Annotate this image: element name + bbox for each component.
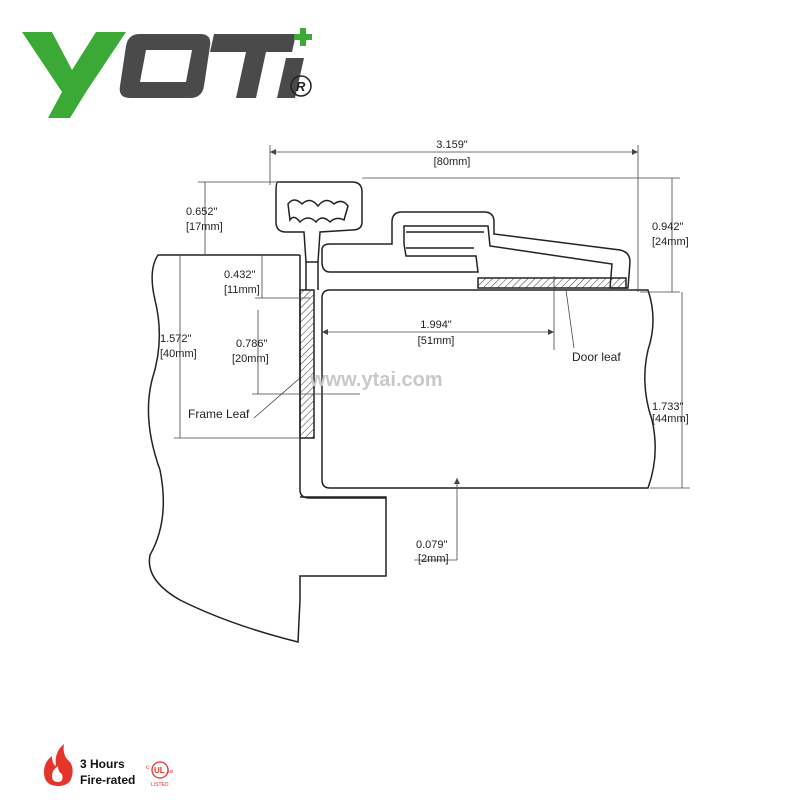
dim-overlap-mm: [51mm] xyxy=(418,335,455,347)
dim-leaf-offset-in: 0.786" xyxy=(236,338,268,350)
leader-door-leaf xyxy=(565,289,575,349)
dim-frame-leaf-mm: [40mm] xyxy=(160,348,197,360)
fire-rating-line2: Fire-rated xyxy=(80,773,135,787)
dim-overlap-in: 1.994" xyxy=(420,319,452,331)
frame-outline xyxy=(147,254,387,643)
callout-frame-leaf: Frame Leaf xyxy=(188,407,250,421)
door-leaf-plate xyxy=(477,277,627,289)
frame-leaf-web xyxy=(305,262,319,290)
logo-letter-y-shape xyxy=(22,32,126,118)
door-leaf-outline xyxy=(321,289,656,489)
frame-profile xyxy=(299,255,386,499)
dim-door-thickness-mm: [44mm] xyxy=(652,413,689,425)
arrow-overall-right xyxy=(632,149,638,155)
dim-right-height-in: 0.942" xyxy=(652,221,684,233)
dim-overall-width-in: 3.159" xyxy=(436,139,468,151)
door-leaf-block xyxy=(321,289,656,489)
dim-gap-mm: [2mm] xyxy=(418,553,449,565)
dim-door-thickness-in: 1.733" xyxy=(652,401,684,413)
ul-us-mark: us xyxy=(168,769,174,775)
dim-frame-leaf-in: 1.572" xyxy=(160,333,192,345)
arrow-overall-left xyxy=(270,149,276,155)
dimension-labels: 3.159" [80mm] 0.652" [17mm] 0.942" [24mm… xyxy=(160,139,689,565)
frame-knuckle xyxy=(275,181,363,263)
fire-rating-badge: 3 Hours Fire-rated xyxy=(44,744,135,787)
logo-letter-o-shape xyxy=(119,34,211,98)
hinge-profiles xyxy=(275,181,631,439)
dimension-arrows xyxy=(270,149,638,484)
frame-leaf-plate xyxy=(299,289,315,439)
watermark: www.ytai.com xyxy=(309,369,443,391)
flame-icon xyxy=(44,744,73,786)
dim-right-height-mm: [24mm] xyxy=(652,236,689,248)
frame-knuckle-inner xyxy=(287,199,349,224)
yoti-logo: R xyxy=(22,28,312,118)
dim-leaf-offset-mm: [20mm] xyxy=(232,353,269,365)
ul-listed: LISTED xyxy=(151,782,169,788)
arrow-overlap-left xyxy=(322,329,328,335)
registered-mark-circle xyxy=(290,75,312,97)
dim-top-left-height-in: 0.652" xyxy=(186,206,218,218)
wall-wavy-outline xyxy=(147,254,387,643)
logo-letter-t-shape xyxy=(210,34,296,98)
dim-top-left-height-mm: [17mm] xyxy=(186,221,223,233)
leader-frame-leaf xyxy=(253,377,301,419)
dim-frame-rebate-mm: [11mm] xyxy=(224,284,260,296)
dim-gap-in: 0.079" xyxy=(416,539,448,551)
ul-letters: UL xyxy=(154,766,165,775)
fire-rating-line1: 3 Hours xyxy=(80,757,125,771)
arrow-gap-top xyxy=(454,478,460,484)
callout-door-leaf: Door leaf xyxy=(572,350,621,364)
dimension-lines xyxy=(174,145,690,561)
logo-plus-shape xyxy=(294,28,312,46)
ul-c-mark: c xyxy=(146,765,149,771)
dim-overall-width-mm: [80mm] xyxy=(434,156,471,168)
ul-listed-mark: UL c us LISTED xyxy=(146,761,174,788)
door-knuckle-profile xyxy=(321,211,631,289)
logo-letter-i-shape xyxy=(277,58,304,98)
dim-frame-rebate-in: 0.432" xyxy=(224,269,256,281)
door-knuckle-rib xyxy=(406,231,484,249)
arrow-overlap-right xyxy=(548,329,554,335)
ul-circle xyxy=(151,761,169,779)
registered-mark: R xyxy=(296,79,306,94)
